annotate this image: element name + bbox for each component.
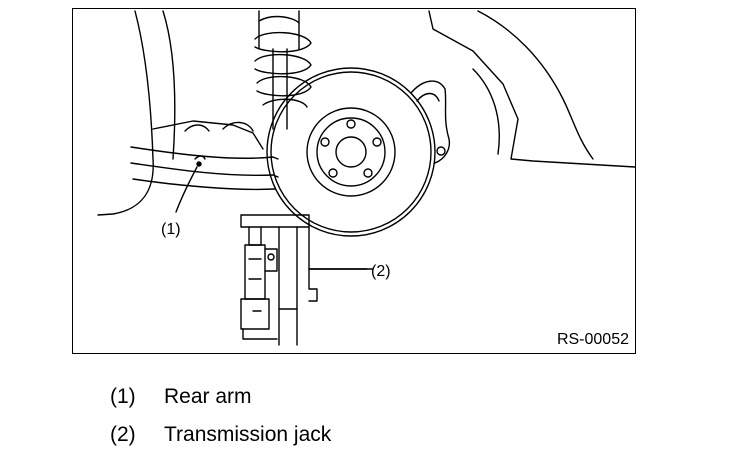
wheel-well-outline xyxy=(97,10,635,216)
legend-number: (2) xyxy=(110,423,136,446)
brake-drum xyxy=(266,67,451,237)
leader-line-rear-arm xyxy=(175,166,198,213)
legend-label: Rear arm xyxy=(164,385,252,408)
callout-rear-arm: (1) xyxy=(161,221,181,238)
figure-id: RS-00052 xyxy=(556,331,629,348)
transmission-jack xyxy=(240,214,374,346)
legend-label: Transmission jack xyxy=(164,423,332,446)
rear-arm xyxy=(130,120,279,191)
legend-number: (1) xyxy=(110,385,136,408)
rear-suspension-drawing xyxy=(97,10,635,346)
figure-illustration: (1) (2) RS-00052 xyxy=(72,8,636,354)
coil-spring xyxy=(254,10,312,130)
callout-transmission-jack: (2) xyxy=(371,263,391,280)
